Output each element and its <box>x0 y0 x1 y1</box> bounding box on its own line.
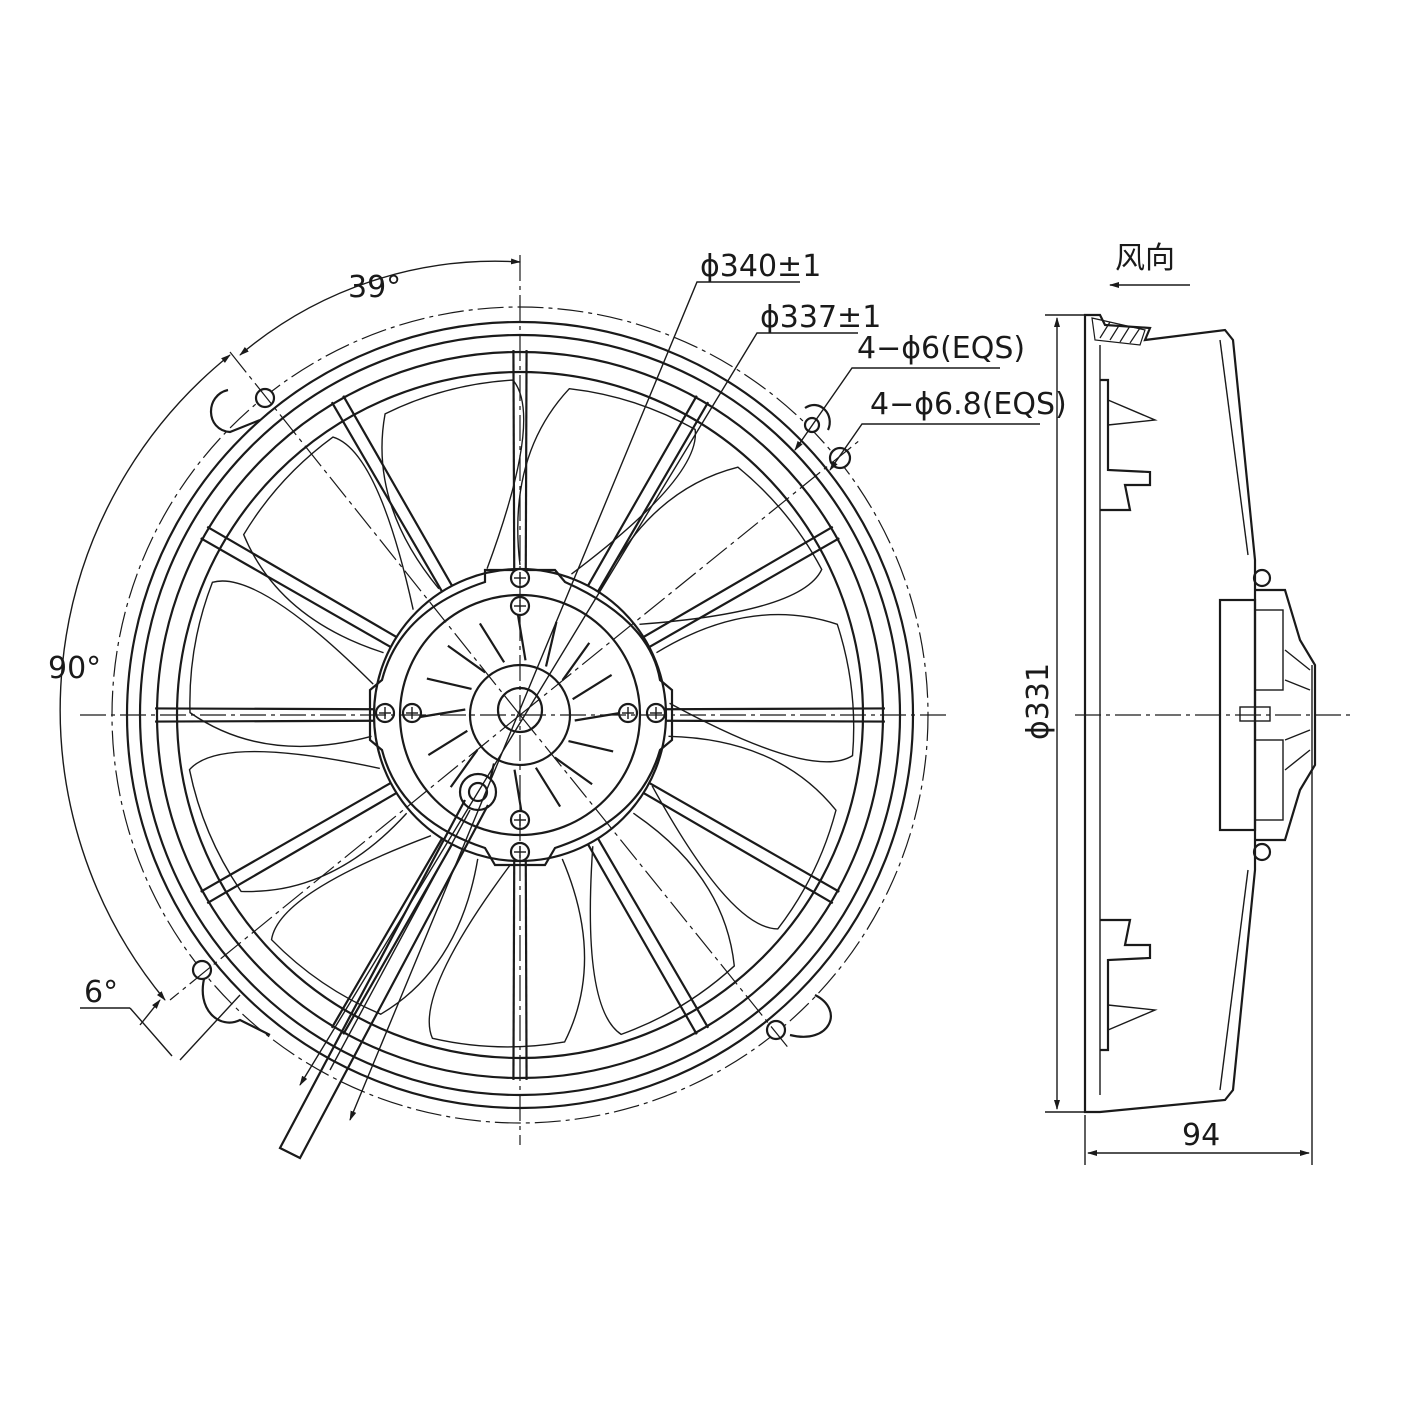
motor-fin <box>478 622 506 663</box>
leader-dia-outer <box>349 281 800 1121</box>
fan-blade <box>656 613 855 763</box>
motor-fin <box>544 621 558 667</box>
grille-spoke-edge <box>330 837 444 1029</box>
grille-spoke-edge <box>665 707 885 711</box>
side-motor-boss-top <box>1252 568 1272 588</box>
dim-leader-6b <box>129 1007 173 1057</box>
grille-spoke-edge <box>155 707 375 711</box>
side-clip-bot-wedge <box>1107 1004 1158 1031</box>
dim-ext-6 <box>179 994 241 1061</box>
grille-spoke-edge <box>155 719 375 723</box>
centerline-diag-right <box>519 439 861 716</box>
centerline-diag-bottom-right <box>519 714 791 1051</box>
grille-spoke-edge <box>596 401 710 593</box>
dim-text-94: 94 <box>1182 1118 1220 1153</box>
motor-fin <box>561 642 591 681</box>
gasket-hatch <box>1099 321 1141 344</box>
grille-spoke-edge <box>200 537 392 649</box>
side-motor-band-bot <box>1254 739 1284 821</box>
grille-spoke-edge <box>642 791 834 905</box>
dim-text-holes-large: 4−ϕ6.8(EQS) <box>870 387 1067 422</box>
grille-spoke-edge <box>512 350 516 570</box>
fan-blade <box>188 750 408 893</box>
fan-blade <box>600 466 823 625</box>
grille-spoke-edge <box>648 781 840 893</box>
fan-blade <box>270 835 479 1015</box>
fan-blade <box>428 858 586 1048</box>
motor-fin <box>426 677 472 691</box>
grille-spoke-edge <box>206 791 398 905</box>
side-shaft <box>1239 706 1271 722</box>
cable-b <box>329 809 471 1071</box>
dim-arc-90 <box>59 354 231 1001</box>
airflow-label: 风向 <box>1115 241 1175 276</box>
side-clip-top-wedge <box>1107 399 1158 426</box>
leader-holes-large <box>829 423 1040 471</box>
dim-text-6: 6° <box>84 975 118 1010</box>
side-motor-band-top <box>1254 609 1284 691</box>
grille-spoke-edge <box>642 525 834 639</box>
grille-spoke-edge <box>648 537 840 649</box>
grille-spoke-edge <box>524 350 528 570</box>
grille-spoke-edge <box>200 781 392 893</box>
grille-spoke-edge <box>586 395 698 587</box>
grille-spoke-edge <box>206 525 398 639</box>
side-motor-fins <box>1284 649 1311 771</box>
dim-text-holes-small: 4−ϕ6(EQS) <box>857 331 1025 366</box>
motor-fin <box>419 708 466 719</box>
fan-blade <box>242 436 414 654</box>
dim-arc-39 <box>239 258 521 356</box>
motor-fin <box>447 644 486 674</box>
motor-fin <box>516 614 527 661</box>
leader-holes-small <box>794 367 1000 451</box>
cable-a <box>278 799 489 1160</box>
motor-fin <box>449 749 479 788</box>
fan-blade <box>651 735 837 930</box>
grille-spoke-edge <box>524 860 528 1080</box>
motor-fin <box>568 739 614 753</box>
grille-spoke-edge <box>586 843 698 1035</box>
motor-fin <box>572 673 613 701</box>
dim-text-dia-outer: ϕ340±1 <box>700 249 821 284</box>
front-view: 39° 90° 6° ϕ340±1 ϕ337±1 4−ϕ6(EQS) 4−ϕ6.… <box>48 249 1067 1160</box>
mount-ear-bottom-right <box>765 994 832 1041</box>
dim-text-dia-inner: ϕ337±1 <box>760 300 881 335</box>
centerline-diag-top-left <box>229 351 521 716</box>
mount-ear-top-right <box>803 404 852 470</box>
motor-fin <box>574 711 621 722</box>
side-shroud-inner-2 <box>1219 339 1249 556</box>
motor-fin <box>427 729 468 757</box>
side-shroud-inner-3 <box>1219 869 1249 1091</box>
side-clip-top <box>1100 378 1152 512</box>
side-gasket <box>1091 317 1146 346</box>
grille-spoke-edge <box>330 401 444 593</box>
dim-arrow-6 <box>139 999 161 1026</box>
dim-text-90: 90° <box>48 651 101 686</box>
fan-blade <box>589 812 736 1036</box>
motor-fin <box>534 767 562 808</box>
grille-spoke-edge <box>596 837 710 1029</box>
fan-blade <box>517 387 697 575</box>
side-motor-boss-bot <box>1252 842 1272 862</box>
dim-text-39: 39° <box>348 270 401 305</box>
side-clip-bot <box>1100 918 1152 1052</box>
motor-flange <box>368 568 674 867</box>
fan-blade <box>381 379 525 590</box>
dim-text-331: ϕ331 <box>1021 663 1056 740</box>
side-view: 风向 ϕ331 <box>1021 241 1350 1165</box>
motor-fin <box>513 769 524 816</box>
side-frame <box>1083 313 1257 1114</box>
grille-spoke-edge <box>665 719 885 723</box>
leader-dia-inner <box>299 332 858 1086</box>
cable-grommet-inner <box>467 781 489 803</box>
screw-group <box>374 567 667 863</box>
grille-spoke-edge <box>512 860 516 1080</box>
motor-fin <box>554 756 593 786</box>
blade-group <box>188 379 855 1048</box>
motor-fins <box>419 614 621 816</box>
grille-spoke-edge <box>342 395 454 587</box>
